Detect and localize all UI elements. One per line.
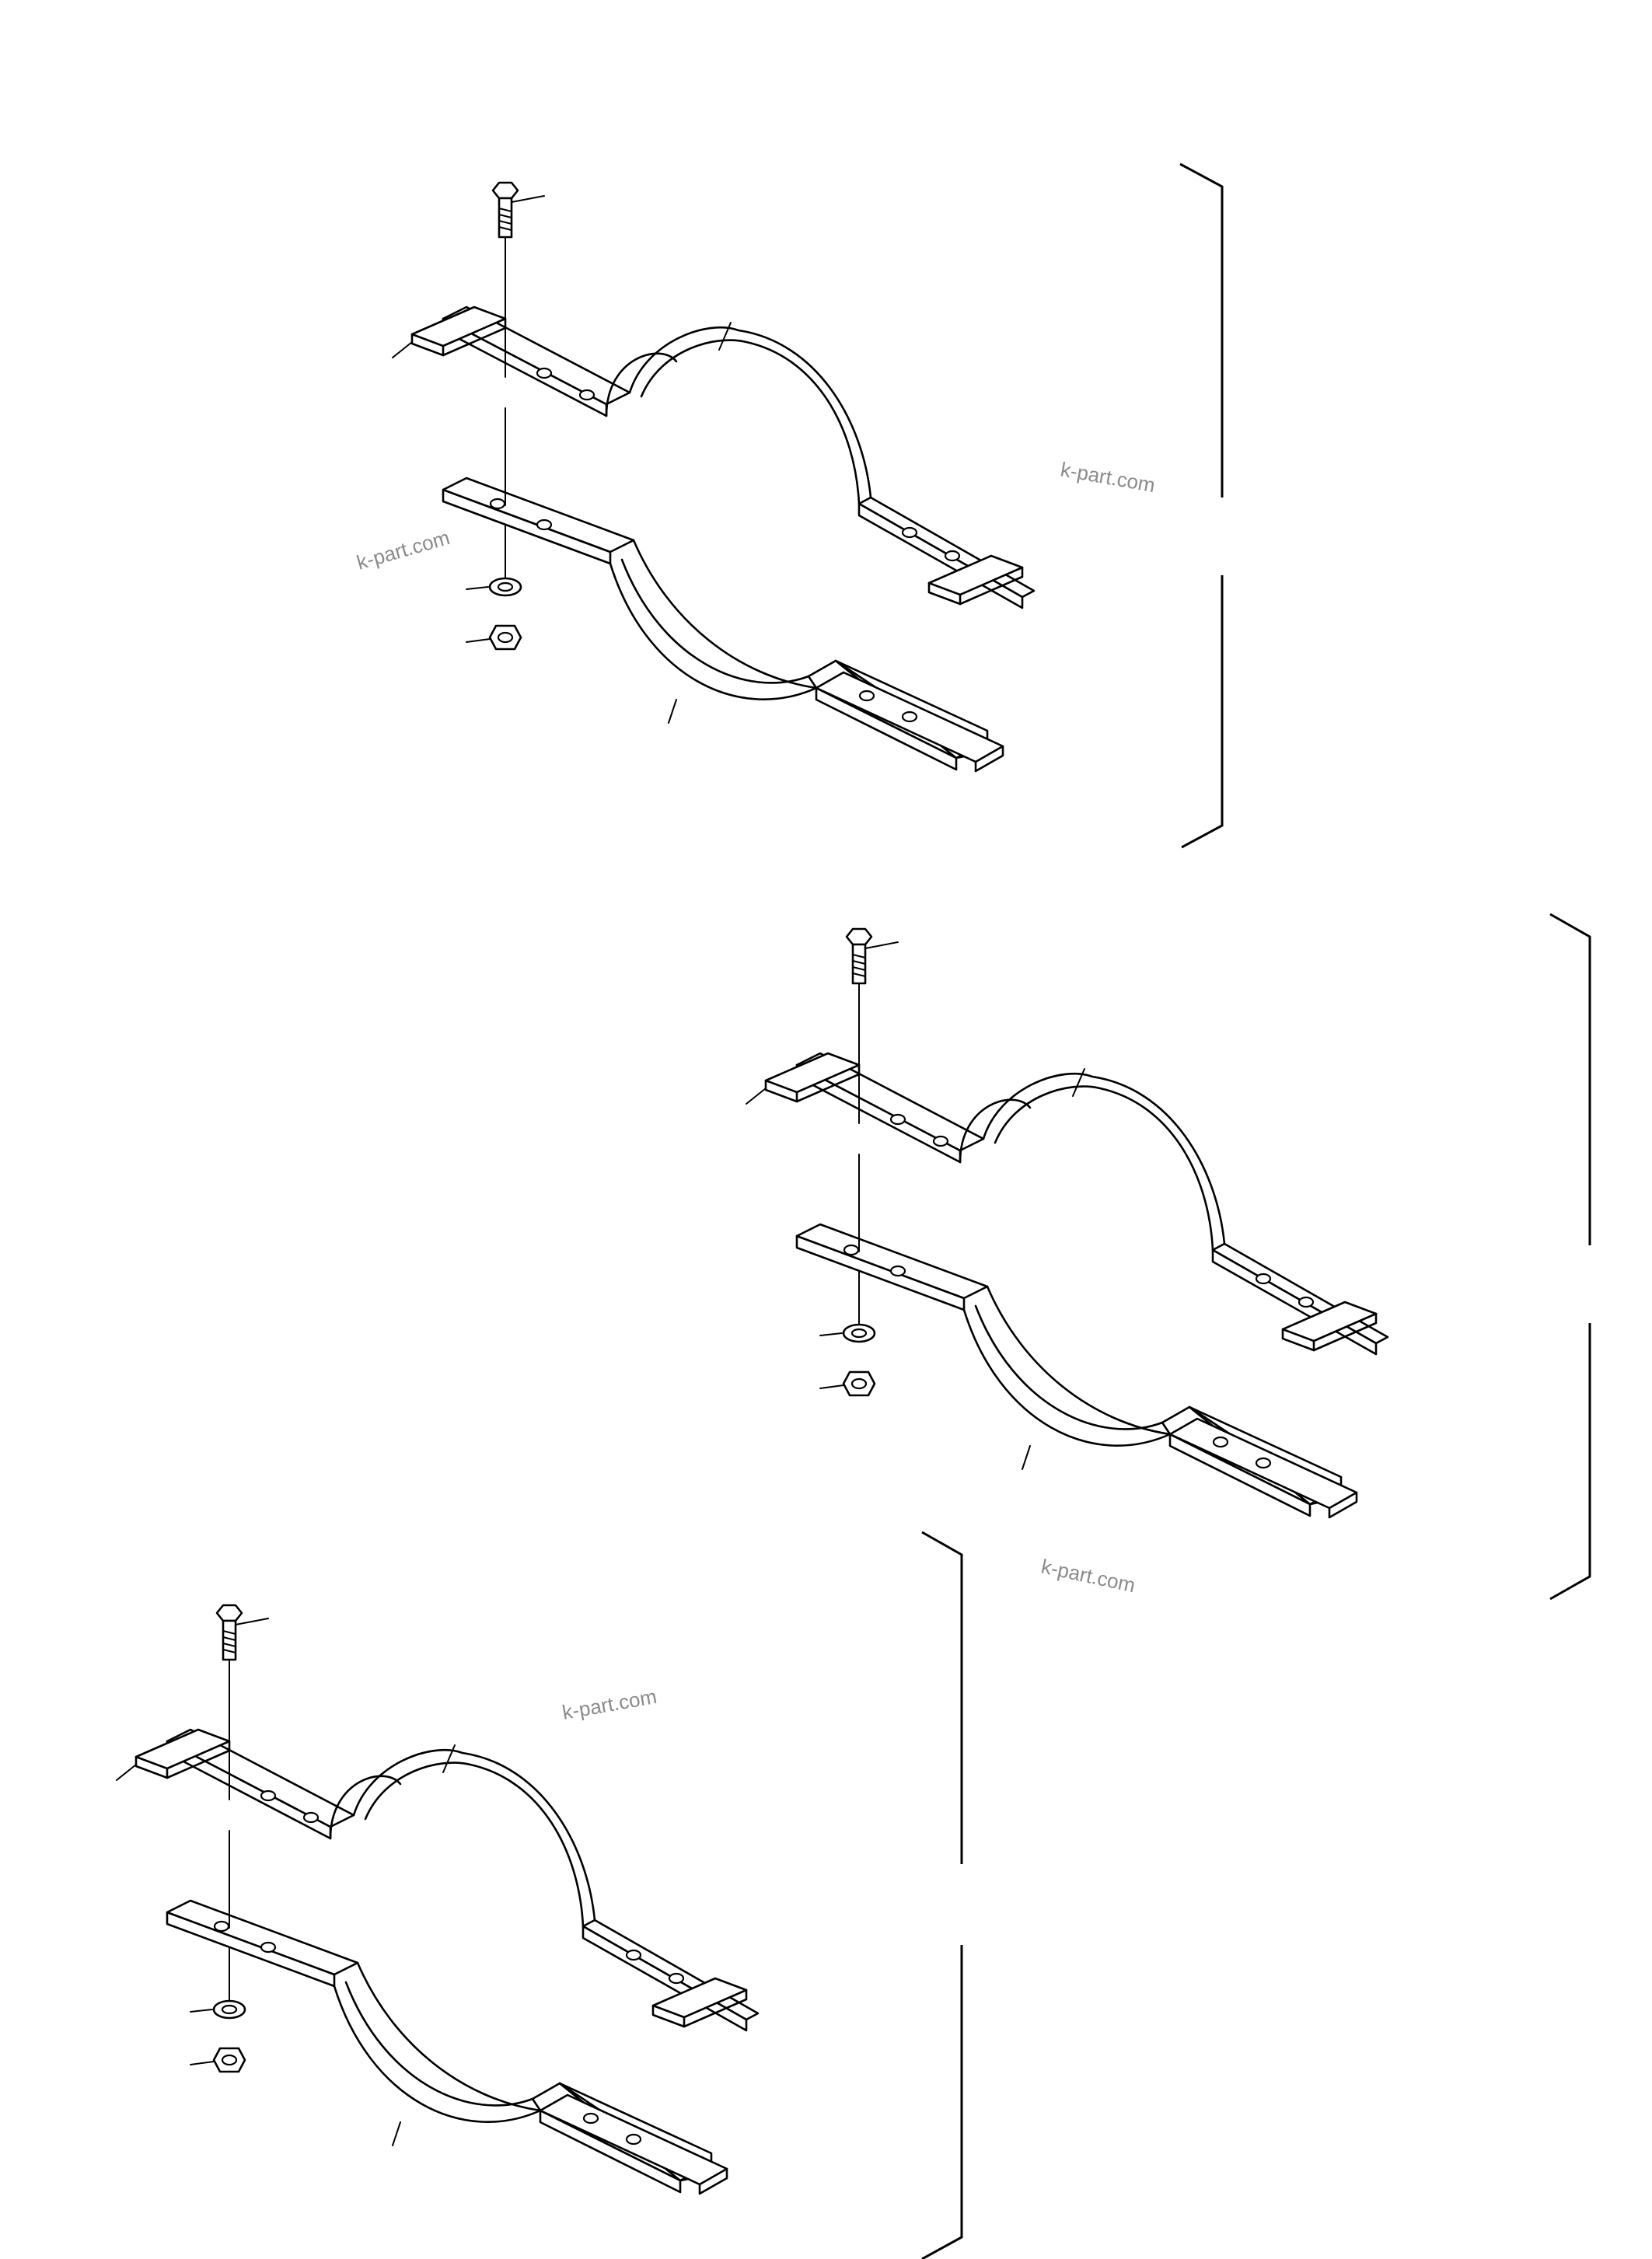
- lower-bracket-lower: [921, 1945, 963, 2259]
- upper-bracket: [1179, 162, 1224, 498]
- clamp-drawing: [391, 181, 1036, 773]
- upper-assembly: [391, 181, 1036, 773]
- middle-assembly: [745, 927, 1389, 1519]
- watermark: k-part.com: [1039, 1555, 1137, 1597]
- middle-bracket-lower: [1549, 1323, 1591, 1601]
- watermark: k-part.com: [561, 1685, 658, 1724]
- lower-bracket: [921, 1531, 963, 1864]
- watermark: k-part.com: [354, 525, 452, 574]
- middle-bracket: [1549, 913, 1591, 1245]
- watermark: k-part.com: [1059, 457, 1157, 497]
- upper-bracket-lower: [1181, 575, 1224, 849]
- lower-assembly: [115, 1604, 760, 2195]
- clamp-drawing: [745, 927, 1389, 1519]
- clamp-drawing: [115, 1604, 760, 2195]
